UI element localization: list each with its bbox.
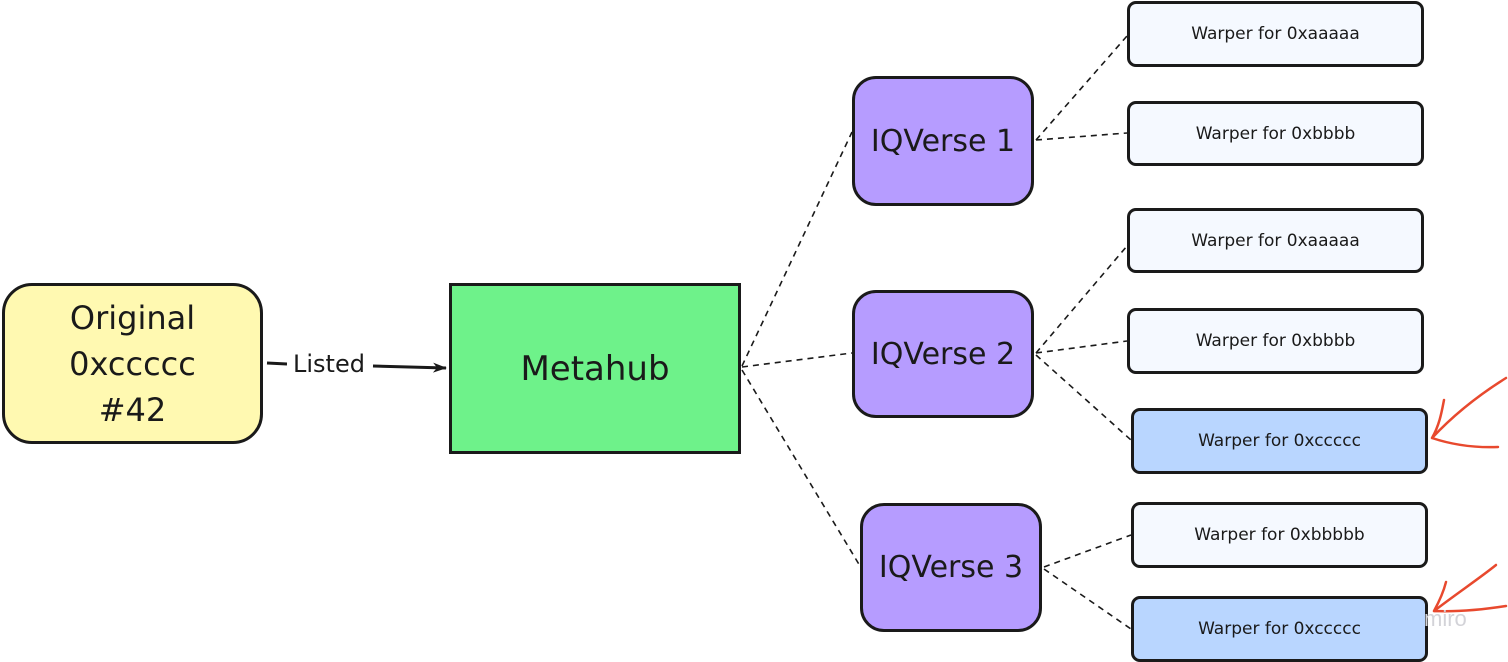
connector-iqverse-1-warper-2 (1035, 132, 1128, 141)
warper-node-3-label: Warper for 0xaaaaa (1191, 230, 1360, 251)
connector-metahub-iqverse-1 (741, 131, 853, 367)
warper-node-5-label: Warper for 0xccccc (1198, 431, 1361, 451)
connector-iqverse-3-warper-7 (1043, 568, 1132, 630)
iqverse-3-node[interactable]: IQVerse 3 (860, 503, 1042, 632)
warper-node-5-highlighted[interactable]: Warper for 0xccccc (1131, 408, 1428, 474)
connector-metahub-iqverse-2 (741, 352, 853, 368)
warper-node-4-label: Warper for 0xbbbb (1195, 331, 1356, 351)
warper-node-6[interactable]: Warper for 0xbbbbb (1131, 502, 1428, 568)
metahub-node-label: Metahub (520, 348, 670, 389)
warper-node-7-label: Warper for 0xccccc (1198, 619, 1361, 639)
warper-node-3[interactable]: Warper for 0xaaaaa (1127, 208, 1424, 273)
edge-label-listed: Listed (287, 346, 371, 382)
warper-node-1-label: Warper for 0xaaaaa (1191, 24, 1360, 44)
iqverse-1-label: IQVerse 1 (870, 123, 1016, 159)
annotation-arrow-1 (1430, 376, 1508, 449)
connector-iqverse-1-warper-1 (1035, 35, 1128, 141)
iqverse-2-node[interactable]: IQVerse 2 (852, 290, 1034, 418)
iqverse-3-label: IQVerse 3 (878, 550, 1024, 585)
connector-iqverse-2-warper-5 (1035, 354, 1132, 441)
metahub-node[interactable]: Metahub (449, 283, 741, 454)
warper-node-2-label: Warper for 0xbbbb (1195, 123, 1356, 144)
connector-iqverse-3-warper-6 (1043, 534, 1132, 568)
warper-node-4[interactable]: Warper for 0xbbbb (1127, 308, 1424, 374)
annotation-arrow-2 (1432, 563, 1508, 613)
connector-metahub-iqverse-3 (741, 369, 861, 567)
iqverse-1-node[interactable]: IQVerse 1 (852, 76, 1034, 206)
connector-iqverse-2-warper-3 (1035, 245, 1128, 354)
original-node-title: Original 0xccccc (69, 298, 196, 383)
connector-iqverse-2-warper-4 (1035, 340, 1128, 354)
warper-node-1[interactable]: Warper for 0xaaaaa (1127, 1, 1424, 67)
original-node[interactable]: Original 0xccccc #42 (2, 283, 263, 444)
warper-node-2[interactable]: Warper for 0xbbbb (1127, 101, 1424, 166)
original-node-id: #42 (98, 390, 167, 429)
connector-original-to-metahub-start (266, 361, 288, 366)
connector-original-to-metahub (372, 362, 447, 373)
miro-watermark: miro (1424, 606, 1467, 631)
warper-node-7-highlighted[interactable]: Warper for 0xccccc (1131, 596, 1428, 662)
iqverse-2-label: IQVerse 2 (870, 336, 1016, 372)
warper-node-6-label: Warper for 0xbbbbb (1194, 525, 1365, 545)
